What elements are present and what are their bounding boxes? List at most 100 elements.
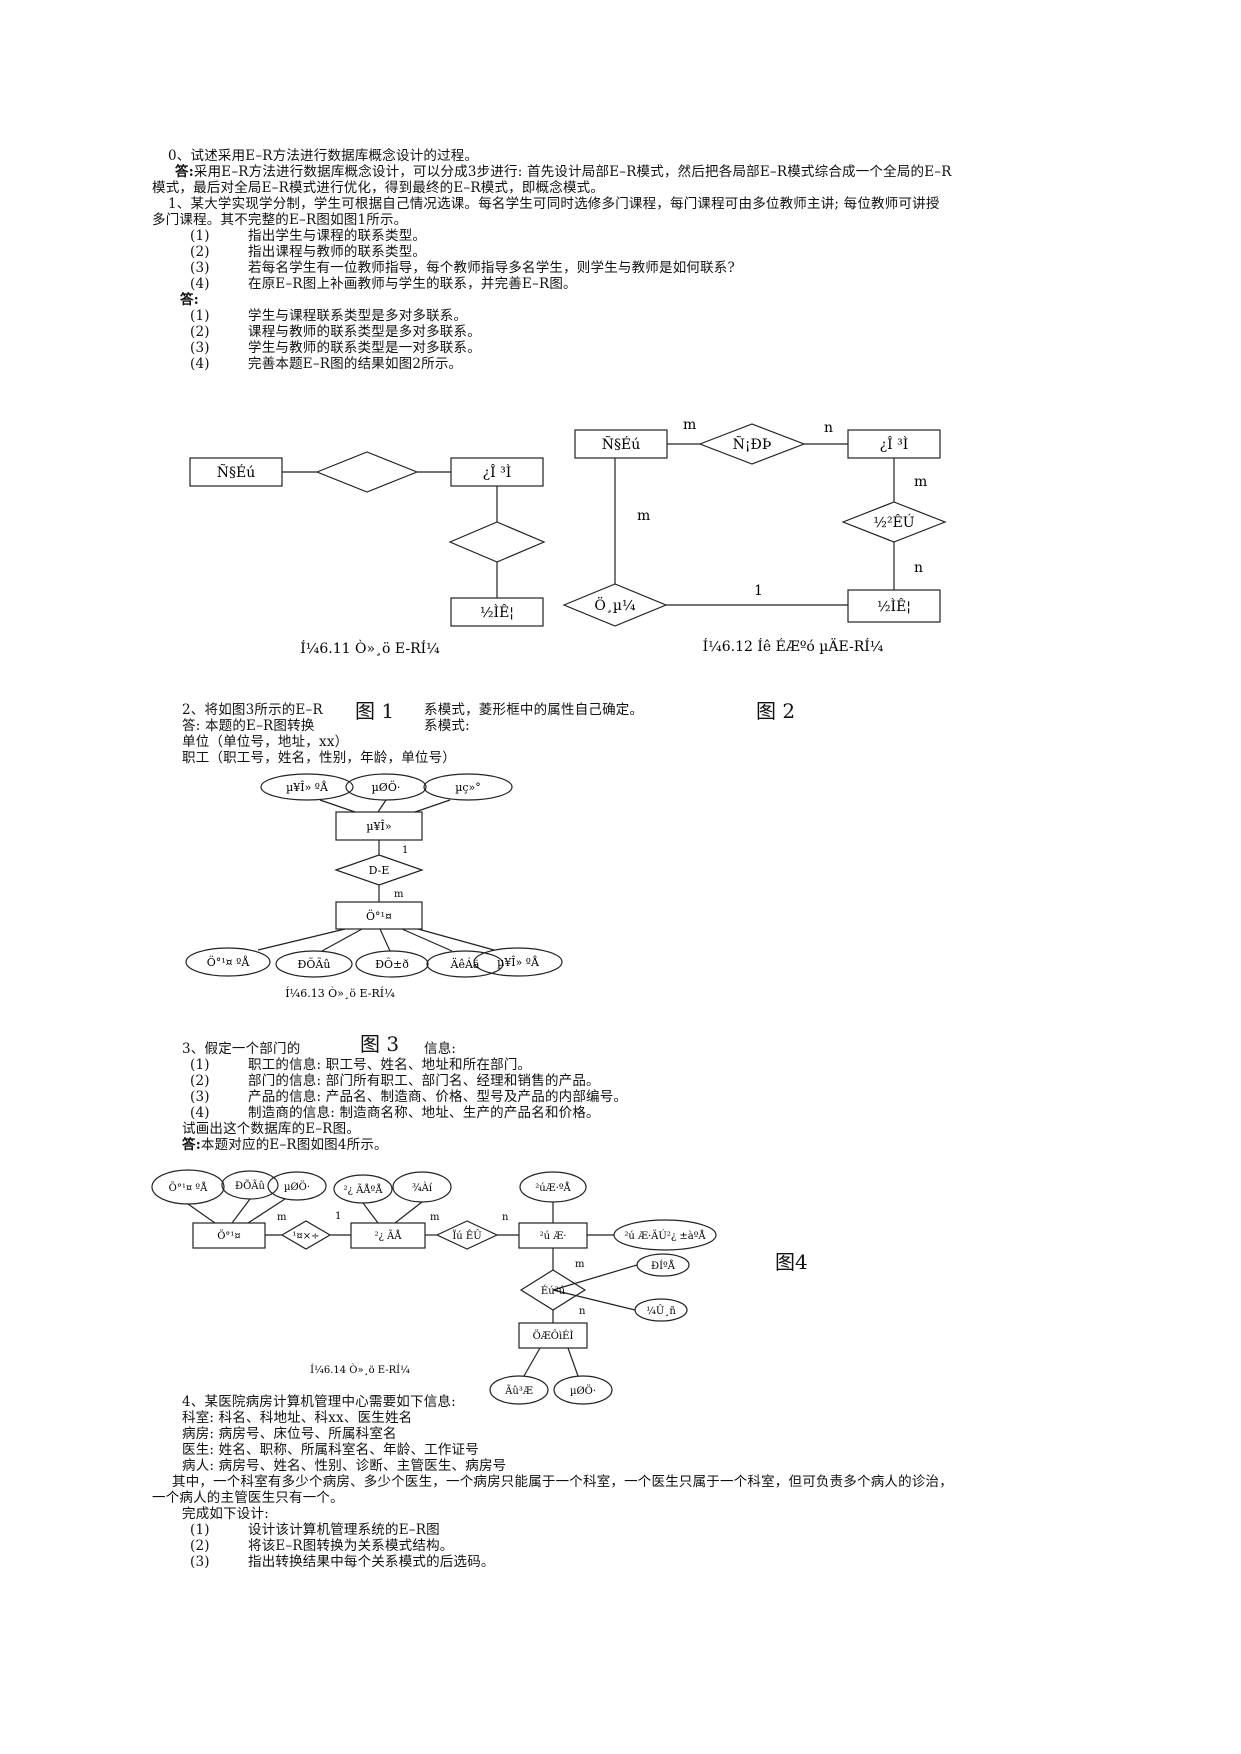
answer-0-line-2: 模式，最后对全局E–R模式进行优化，得到最终的E–R模式，即概念模式。	[152, 180, 605, 196]
fig3-unit-no2-attr	[473, 947, 563, 977]
figure-3-label: 图 3	[360, 1032, 400, 1056]
fig2-student-label: Ñ§Éú	[602, 435, 641, 453]
q1-answer-3: (3)学生与教师的联系类型是一对多联系。	[190, 340, 481, 356]
question-3-line-1a: 3、假定一个部门的	[182, 1041, 301, 1057]
question-4-patient: 病人: 病房号、姓名、性别、诊断、主管医生、病房号	[182, 1458, 507, 1474]
answer-2-line-1a: 答: 本题的E–R图转换	[182, 718, 315, 734]
fig4-maker-name-attr	[489, 1375, 549, 1405]
q1-item-1: (1)指出学生与课程的联系类型。	[190, 228, 427, 244]
fig3-addr-label: µØÖ·	[372, 780, 401, 794]
question-0: 0、试述采用E–R方法进行数据库概念设计的过程。	[168, 148, 479, 164]
fig4-model-label: ÐÍºÅ	[651, 1260, 676, 1272]
question-4-doctor: 医生: 姓名、职称、所属科室名、年龄、工作证号	[182, 1442, 479, 1458]
fig1-relationship-diamond-2	[448, 521, 546, 563]
q3-item-2: (2)部门的信息: 部门所有职工、部门名、经理和销售的产品。	[190, 1073, 600, 1089]
fig4-emp-no-attr	[151, 1169, 225, 1205]
answer-label: 答:	[175, 164, 194, 180]
fig3-emp-entity	[335, 901, 423, 930]
fig4-addr-attr	[267, 1171, 327, 1201]
fig2-choose-label: Ñ¡ÐÞ	[733, 435, 772, 453]
fig4-dept-label: ²¿ ÃÅ	[375, 1230, 403, 1242]
fig4-name-label: ÐÕÃû	[235, 1180, 265, 1192]
fig1-course-entity	[450, 457, 544, 487]
q1-answer-label: 答:	[180, 292, 199, 308]
fig4-prod-no-label: ²úÆ·ºÅ	[535, 1182, 571, 1194]
question-4-line-1: 4、某医院病房计算机管理中心需要如下信息:	[182, 1394, 456, 1410]
fig4-price-label: ¼Û¸ñ	[646, 1305, 676, 1317]
figure-1	[189, 451, 546, 627]
fig1-relationship-diamond	[315, 451, 419, 493]
question-4-constraints-2: 一个病人的主管医生只有一个。	[152, 1490, 344, 1506]
q3-item-4: (4)制造商的信息: 制造商名称、地址、生产的产品名和价格。	[190, 1105, 600, 1121]
fig4-sell-diamond	[435, 1220, 499, 1250]
fig2-course-entity	[847, 429, 941, 459]
q1-answer-1: (1)学生与课程联系类型是多对多联系。	[190, 308, 468, 324]
fig4-model-attr	[636, 1253, 690, 1277]
q3-item-1: (1)职工的信息: 职工号、姓名、地址和所在部门。	[190, 1057, 532, 1073]
fig1-teacher-entity	[450, 597, 544, 627]
fig4-maker-addr-label: µØÖ·	[570, 1385, 596, 1397]
q1-item-4: (4)在原E–R图上补画教师与学生的联系，并完善E–R图。	[190, 276, 577, 292]
fig1-student-label: Ñ§Éú	[217, 463, 256, 481]
fig1-course-label: ¿Î ³Ì	[483, 463, 512, 481]
figure-2-label: 图 2	[756, 699, 796, 723]
fig3-sex-attr	[355, 950, 429, 978]
question-4-ward: 病房: 病房号、床位号、所属科室名	[182, 1426, 397, 1442]
question-4-constraints-1: 其中，一个科室有多少个病房、多少个医生，一个病房只能属于一个科室，一个医生只属于…	[172, 1474, 953, 1490]
fig3-emp-no-label: Ö°¹¤ ºÅ	[207, 955, 251, 969]
question-1-line-1: 1、某大学实现学分制，学生可根据自己情况选课。每名学生可同时选修多门课程，每门课…	[168, 196, 940, 212]
q3-item-3: (3)产品的信息: 产品名、制造商、价格、型号及产品的内部编号。	[190, 1089, 628, 1105]
question-4-task: 完成如下设计:	[182, 1506, 269, 1522]
q1-item-2: (2)指出课程与教师的联系类型。	[190, 244, 427, 260]
fig4-produce-label: Éú²ú	[541, 1285, 566, 1297]
fig2-card-n1: n	[824, 420, 833, 436]
fig2-guide-diamond	[562, 583, 668, 627]
fig4-manager-attr	[392, 1171, 452, 1203]
q1-item-3: (3)若每名学生有一位教师指导，每个教师指导多名学生，则学生与教师是如何联系?	[190, 260, 735, 276]
fig4-card-m1: m	[277, 1212, 287, 1223]
fig4-work-diamond	[280, 1220, 332, 1250]
fig4-prod-no-attr	[519, 1171, 587, 1203]
fig2-choose-diamond	[698, 423, 806, 465]
fig4-caption: Í¼6.14 Ò»¸ö E-RÍ¼	[310, 1364, 410, 1376]
fig3-card-one: 1	[402, 845, 408, 856]
answer-2-unit: 单位（单位号，地址，xx）	[182, 734, 349, 750]
fig2-card-m1: m	[683, 417, 696, 433]
fig4-card-n2: n	[579, 1306, 586, 1317]
fig4-emp-no-label: Ö°¹¤ ºÅ	[169, 1182, 208, 1194]
fig3-addr-attr	[345, 773, 427, 801]
fig3-unit-no-attr	[260, 773, 354, 801]
fig3-emp-label: Ö°¹¤	[366, 909, 392, 923]
fig4-prod-entity	[518, 1222, 588, 1249]
fig4-maker-entity	[518, 1322, 588, 1349]
fig4-produce-diamond	[519, 1269, 587, 1311]
q3-draw-instruction: 试画出这个数据库的E–R图。	[182, 1121, 361, 1137]
fig2-card-m3: m	[637, 508, 650, 524]
fig4-emp-entity	[192, 1222, 266, 1249]
fig4-maker-name-label: Ãû³Æ	[504, 1385, 533, 1397]
fig3-unit-no-label: µ¥Î» ºÅ	[286, 780, 329, 794]
fig2-teacher-entity	[847, 589, 941, 623]
fig4-prod-inner-label: ²ú Æ·ÄÚ²¿ ±àºÅ	[624, 1230, 706, 1242]
fig4-name-attr	[221, 1170, 279, 1200]
fig2-teacher-label: ½ÌÊ¦	[877, 597, 911, 615]
question-1-line-2: 多门课程。其不完整的E–R图如图1所示。	[152, 212, 408, 228]
fig3-phone-label: µç»°	[455, 781, 481, 794]
fig4-dept-no-label: ²¿ ÃÅºÅ	[344, 1184, 384, 1196]
fig4-maker-label: ÖÆÔìÉÌ	[533, 1330, 574, 1342]
q1-answer-4: (4)完善本题E–R图的结果如图2所示。	[190, 356, 463, 372]
fig3-age-label: ÄêÁä	[450, 957, 480, 971]
fig3-unit-no2-label: µ¥Î» ºÅ	[497, 955, 540, 969]
fig1-teacher-label: ½ÌÊ¦	[480, 603, 514, 621]
fig4-maker-addr-attr	[553, 1375, 613, 1405]
q4-item-1: (1)设计该计算机管理系统的E–R图	[190, 1522, 440, 1538]
fig2-guide-label: Ö¸µ¼	[594, 596, 636, 614]
q4-item-3: (3)指出转换结果中每个关系模式的后选码。	[190, 1554, 495, 1570]
question-4-dept: 科室: 科名、科地址、科xx、医生姓名	[182, 1410, 413, 1426]
fig3-name-attr	[275, 950, 353, 978]
fig4-addr-label: µØÖ·	[284, 1181, 310, 1193]
fig2-course-label: ¿Î ³Ì	[880, 435, 909, 453]
fig3-caption: Í¼6.13 Ò»¸ö E-RÍ¼	[285, 986, 395, 1000]
fig3-emp-no-attr	[185, 947, 271, 977]
q1-answer-2: (2)课程与教师的联系类型是多对多联系。	[190, 324, 481, 340]
